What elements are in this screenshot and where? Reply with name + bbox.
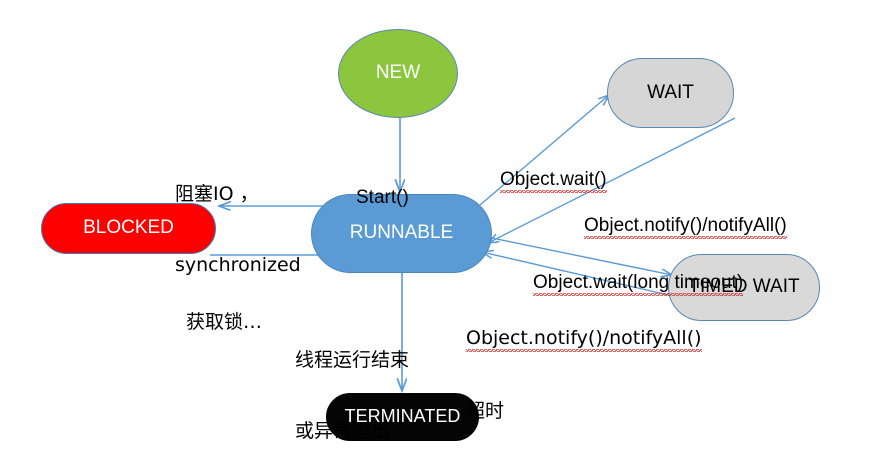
edge-label-runnable-to-blocked-line2: synchronized bbox=[175, 253, 301, 276]
edge-label-runnable-to-blocked: 阻塞IO ， synchronized bbox=[175, 135, 301, 325]
edge-label-timed-wait-to-runnable-line1: Object.notify()/notifyAll() bbox=[466, 326, 702, 353]
state-node-runnable[interactable]: RUNNABLE bbox=[311, 194, 492, 273]
state-node-new-label: NEW bbox=[375, 62, 421, 84]
edge-label-wait-to-runnable-text: Object.notify()/notifyAll() bbox=[584, 213, 787, 240]
state-node-blocked-label: BLOCKED bbox=[83, 217, 174, 239]
edge-label-timed-wait-to-runnable-line2: 超时 bbox=[466, 399, 505, 422]
edge-label-blocked-to-runnable-text: 获取锁… bbox=[186, 310, 263, 333]
state-node-terminated[interactable]: TERMINATED bbox=[326, 393, 479, 441]
edge-label-blocked-to-runnable: 获取锁… bbox=[186, 263, 262, 382]
edge-label-runnable-to-terminated: 线程运行结束 或异常退出 bbox=[295, 301, 409, 467]
state-node-blocked[interactable]: BLOCKED bbox=[41, 203, 216, 254]
state-node-wait-label: WAIT bbox=[647, 81, 694, 103]
edge-runnable-to-timed-wait bbox=[486, 236, 672, 275]
edge-label-runnable-to-terminated-line2: 或异常退出 bbox=[295, 419, 391, 442]
state-node-wait[interactable]: WAIT bbox=[607, 58, 734, 128]
edge-label-timed-wait-to-runnable: Object.notify()/notifyAll() 超时 bbox=[466, 279, 702, 467]
state-node-terminated-label: TERMINATED bbox=[344, 406, 461, 427]
edge-label-new-to-runnable: Start() bbox=[356, 138, 409, 257]
edge-label-runnable-to-timed-wait-text: Object.wait(long timeout) bbox=[533, 270, 744, 297]
edge-label-runnable-to-wait-text: Object.wait() bbox=[500, 167, 607, 194]
edge-label-runnable-to-terminated-line1: 线程运行结束 bbox=[295, 348, 410, 371]
edge-label-new-to-runnable-text: Start() bbox=[356, 186, 409, 208]
edge-label-runnable-to-timed-wait: Object.wait(long timeout) bbox=[533, 223, 744, 344]
state-node-runnable-label: RUNNABLE bbox=[349, 222, 454, 244]
edge-wait-to-runnable bbox=[488, 117, 736, 243]
edge-label-runnable-to-blocked-line1: 阻塞IO ， bbox=[175, 182, 259, 205]
state-node-new[interactable]: NEW bbox=[338, 29, 458, 118]
edge-label-runnable-to-wait: Object.wait() bbox=[500, 120, 607, 241]
edge-label-wait-to-runnable: Object.notify()/notifyAll() bbox=[584, 166, 787, 287]
